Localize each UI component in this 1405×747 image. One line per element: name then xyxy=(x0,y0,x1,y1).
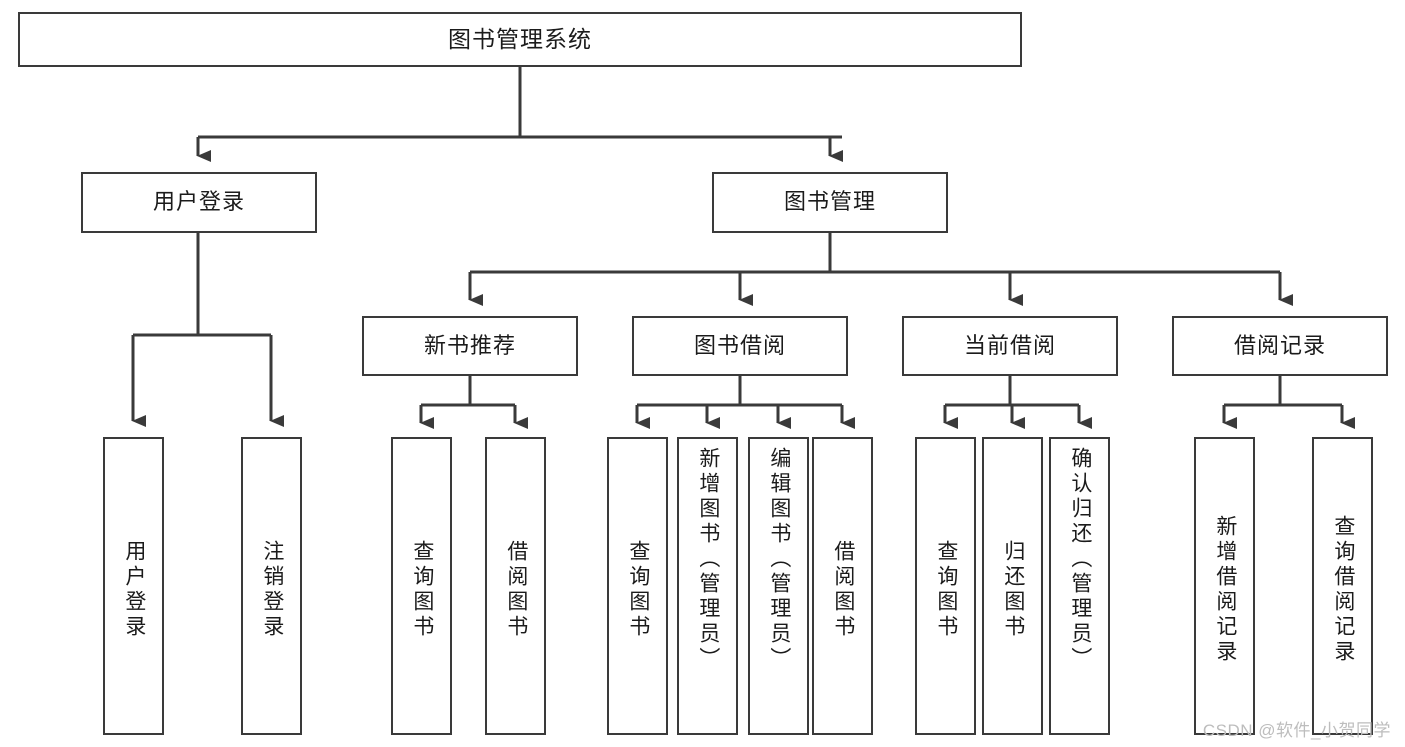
node-new-book-recommend[interactable]: 新书推荐 xyxy=(362,316,578,376)
node-borrow-record[interactable]: 借阅记录 xyxy=(1172,316,1388,376)
leaf-borrow-record-query[interactable]: 查询借阅记录 xyxy=(1312,437,1373,735)
node-book-borrow[interactable]: 图书借阅 xyxy=(632,316,848,376)
leaf-book-borrow-edit[interactable]: 编辑图书（管理员） xyxy=(748,437,809,735)
leaf-user-login-signin[interactable]: 用户登录 xyxy=(103,437,164,735)
leaf-book-borrow-lend[interactable]: 借阅图书 xyxy=(812,437,873,735)
node-user-login[interactable]: 用户登录 xyxy=(81,172,317,233)
leaf-new-book-query[interactable]: 查询图书 xyxy=(391,437,452,735)
leaf-borrow-record-add[interactable]: 新增借阅记录 xyxy=(1194,437,1255,735)
leaf-current-borrow-return[interactable]: 归还图书 xyxy=(982,437,1043,735)
node-book-management[interactable]: 图书管理 xyxy=(712,172,948,233)
watermark: CSDN @软件_小贺同学 xyxy=(1202,721,1391,740)
leaf-book-borrow-add[interactable]: 新增图书（管理员） xyxy=(677,437,738,735)
node-current-borrow[interactable]: 当前借阅 xyxy=(902,316,1118,376)
leaf-current-borrow-confirm-return[interactable]: 确认归还（管理员） xyxy=(1049,437,1110,735)
leaf-current-borrow-query[interactable]: 查询图书 xyxy=(915,437,976,735)
leaf-user-login-signout[interactable]: 注销登录 xyxy=(241,437,302,735)
leaf-new-book-borrow[interactable]: 借阅图书 xyxy=(485,437,546,735)
node-root[interactable]: 图书管理系统 xyxy=(18,12,1022,67)
leaf-book-borrow-query[interactable]: 查询图书 xyxy=(607,437,668,735)
